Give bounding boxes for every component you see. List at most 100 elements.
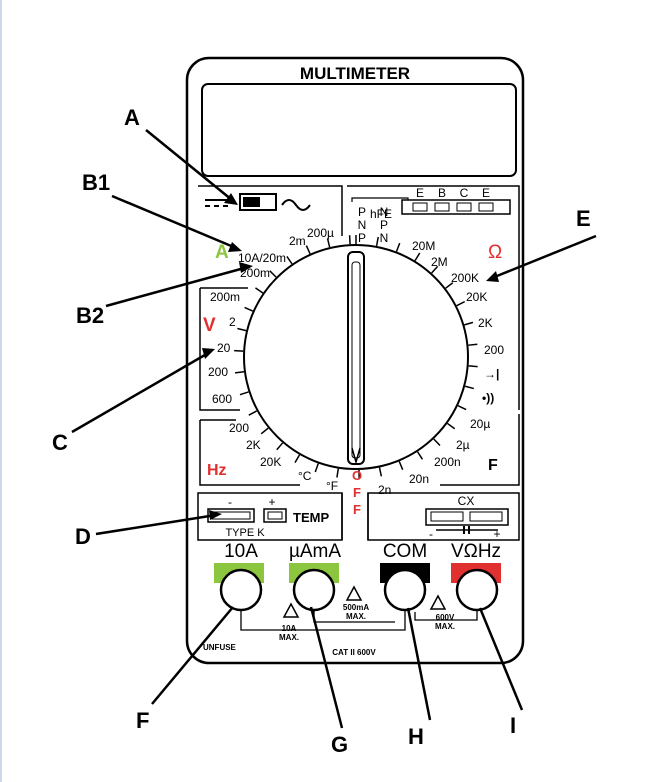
hz-range-20k: 20K [260, 455, 281, 469]
svg-text:600V: 600V [436, 613, 455, 622]
dial-tick [326, 238, 331, 248]
dc-ac-switch[interactable] [205, 193, 311, 211]
dial-tick [286, 256, 293, 265]
ac-icon [281, 199, 311, 211]
ohms-range-200: 200 [484, 343, 504, 357]
jack-10a[interactable] [219, 568, 263, 612]
jack-label-uama: µAmA [289, 541, 341, 562]
hfe-pin-hole[interactable] [412, 202, 428, 212]
callout-d: D [75, 524, 91, 549]
dial-tick [464, 385, 475, 390]
hfe-pin-hole[interactable] [456, 202, 472, 212]
volts-unit: V [203, 315, 216, 336]
temp-minus: - [228, 495, 232, 509]
amps-range-200u: 200µ [307, 226, 334, 240]
dial-tick [239, 391, 249, 396]
pnp-letter: N [358, 218, 367, 232]
jack-label-com: COM [383, 541, 427, 562]
dial-tick [464, 321, 474, 326]
dial-tick [431, 265, 439, 274]
hfe-pin-label: C [460, 186, 469, 200]
volts-range-20: 20 [217, 341, 231, 355]
jack-label-10a: 10A [224, 541, 258, 562]
callout-b2: B2 [76, 303, 104, 328]
npn-letter: N [380, 205, 389, 219]
hfe-pin-label: E [482, 186, 490, 200]
dial-tick [468, 365, 478, 368]
hfe-pin-hole[interactable] [434, 202, 450, 212]
hz-unit: Hz [207, 462, 227, 479]
dial-tick [276, 442, 284, 451]
dial-tick [416, 451, 424, 460]
off-letter-f1: F [353, 485, 361, 500]
dial-tick [375, 236, 379, 247]
svg-text:MAX.: MAX. [435, 622, 455, 631]
temp-celsius: °C [298, 469, 312, 483]
hfe-label: hFE [370, 207, 392, 221]
svg-text:10A: 10A [282, 624, 297, 633]
hz-range-2k: 2K [246, 438, 261, 452]
jack-com[interactable] [383, 568, 427, 612]
off-letter-f2: F [353, 502, 361, 517]
dial-tick [446, 422, 456, 430]
dial-tick [378, 467, 383, 477]
temp-label: TEMP [293, 510, 329, 525]
dial-pointer [347, 251, 365, 465]
amps-range-200m: 200m [240, 266, 270, 280]
dial-tick [294, 454, 301, 464]
pnp-letters: PNP [358, 205, 367, 245]
svg-text:500mA: 500mA [343, 603, 369, 612]
cap-range-2n: 2n [378, 483, 391, 497]
cat-rating: CAT II 600V [332, 648, 376, 657]
callout-f: F [136, 708, 149, 733]
dial-tick [255, 287, 264, 294]
cap-range-20n: 20n [409, 472, 429, 486]
jack-vohz[interactable] [455, 568, 499, 612]
volts-range-600: 600 [212, 392, 232, 406]
hfe-pin-hole[interactable] [478, 202, 494, 212]
top-left-panel [198, 185, 343, 236]
dial-tick [260, 427, 269, 435]
ohms-range-2K: 2K [478, 316, 493, 330]
off-letter-o: O [352, 468, 362, 483]
npn-letters: NPN [380, 205, 389, 245]
cap-range-200n: 200n [434, 455, 461, 469]
cap-unit: F [488, 457, 498, 474]
cap-range-20u: 20µ [470, 417, 490, 431]
top-right-panel [347, 185, 520, 410]
meter-title: MULTIMETER [300, 64, 410, 83]
cx-minus: - [429, 527, 433, 541]
cap-panel [440, 414, 520, 486]
amps-range-10a: 10A/20m [238, 251, 286, 265]
leader-arrowheads [202, 193, 499, 520]
ohms-range-2M: 2M [431, 255, 448, 269]
dial-tick [248, 410, 258, 416]
callout-h: H [408, 724, 424, 749]
temp-type: TYPE K [225, 527, 265, 539]
hfe-pin-label: B [438, 186, 446, 200]
warning-10a: 10A MAX. [279, 602, 300, 642]
npn-letter: N [380, 231, 389, 245]
dial-tick [398, 461, 404, 471]
volts-range-200: 200 [208, 365, 228, 379]
ohms-range-20M: 20M [412, 239, 435, 253]
jack-uama[interactable] [292, 568, 336, 612]
cx-label: CX [458, 494, 475, 508]
amps-range-2m: 2m [289, 234, 306, 248]
hz-range-200: 200 [229, 421, 249, 435]
callout-g: G [331, 732, 348, 757]
temp-plus: + [268, 495, 275, 509]
pnp-letter: P [358, 205, 366, 219]
dial-tick [336, 468, 340, 478]
warning-600v: 600V MAX. [429, 594, 455, 631]
dial-tick [456, 300, 466, 307]
dial-tick [395, 242, 401, 252]
lcd-display [201, 83, 517, 177]
npn-letter: P [380, 218, 388, 232]
sound-icon: •)) [482, 391, 494, 405]
callout-e: E [576, 206, 591, 231]
dial-tick [269, 270, 277, 278]
